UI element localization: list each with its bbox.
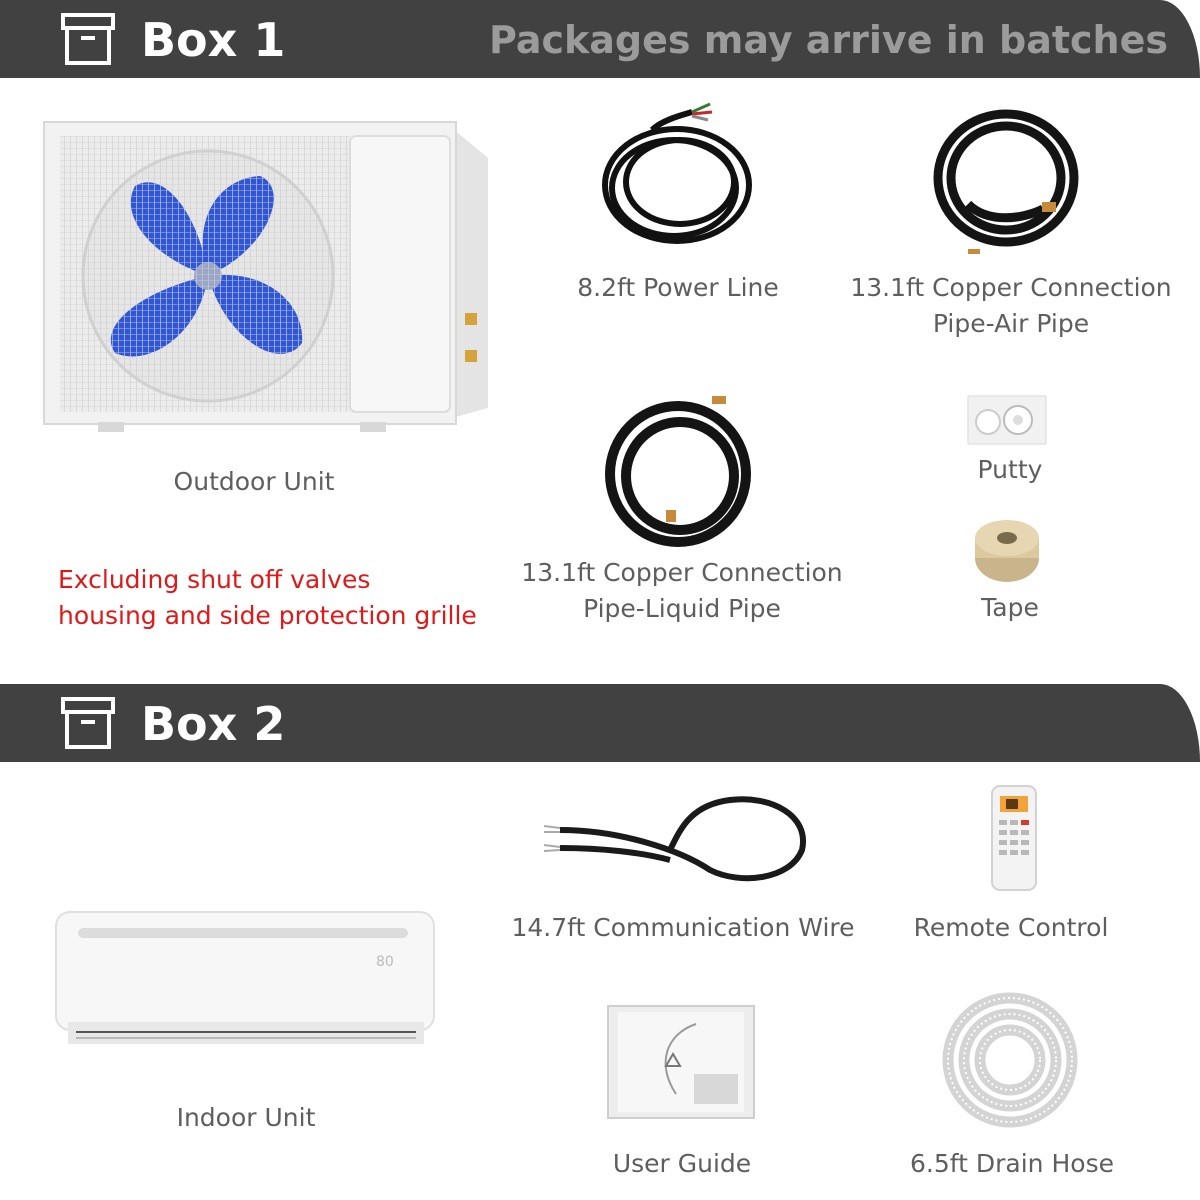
outdoor-unit-label: Outdoor Unit xyxy=(173,467,335,496)
drain-hose-label: 6.5ft Drain Hose xyxy=(910,1149,1114,1178)
tape-label: Tape xyxy=(981,593,1039,622)
putty-label: Putty xyxy=(977,455,1043,484)
liquid-pipe-image xyxy=(600,392,760,552)
svg-text:80: 80 xyxy=(376,954,394,970)
user-guide-image xyxy=(606,1004,756,1120)
exclusion-note-line2: housing and side protection grille xyxy=(58,601,477,630)
communication-wire-image xyxy=(540,790,810,890)
box2-title: Box 2 xyxy=(141,697,286,751)
outdoor-unit-image xyxy=(40,118,500,438)
air-pipe-label-line2: Pipe-Air Pipe xyxy=(932,309,1090,338)
air-pipe-image xyxy=(928,104,1088,254)
user-guide-label: User Guide xyxy=(612,1149,752,1178)
liquid-pipe-label-line1: 13.1ft Copper Connection xyxy=(521,558,843,587)
indoor-unit-label: Indoor Unit xyxy=(176,1103,316,1132)
power-line-image xyxy=(592,100,762,250)
communication-wire-label: 14.7ft Communication Wire xyxy=(511,913,855,942)
box1-banner: Box 1 Packages may arrive in batches xyxy=(0,0,1200,78)
liquid-pipe-label-line2: Pipe-Liquid Pipe xyxy=(583,594,781,623)
remote-control-image xyxy=(990,784,1038,892)
remote-control-label: Remote Control xyxy=(913,913,1109,942)
exclusion-note-line1: Excluding shut off valves xyxy=(58,565,371,594)
drain-hose-image xyxy=(934,990,1086,1130)
tape-image xyxy=(970,518,1044,584)
box2-banner: Box 2 xyxy=(0,684,1200,762)
liquid-pipe-label: 13.1ft Copper Connection Pipe-Liquid Pip… xyxy=(506,555,858,627)
package-box-icon xyxy=(60,696,116,750)
air-pipe-label: 13.1ft Copper Connection Pipe-Air Pipe xyxy=(836,270,1186,342)
putty-image xyxy=(966,394,1048,446)
power-line-label: 8.2ft Power Line xyxy=(577,273,779,302)
box1-title: Box 1 xyxy=(141,13,286,67)
indoor-unit-image: 80 xyxy=(54,910,438,1046)
package-box-icon xyxy=(60,12,116,66)
exclusion-note: Excluding shut off valves housing and si… xyxy=(58,562,477,634)
air-pipe-label-line1: 13.1ft Copper Connection xyxy=(850,273,1172,302)
batches-note: Packages may arrive in batches xyxy=(488,18,1168,62)
